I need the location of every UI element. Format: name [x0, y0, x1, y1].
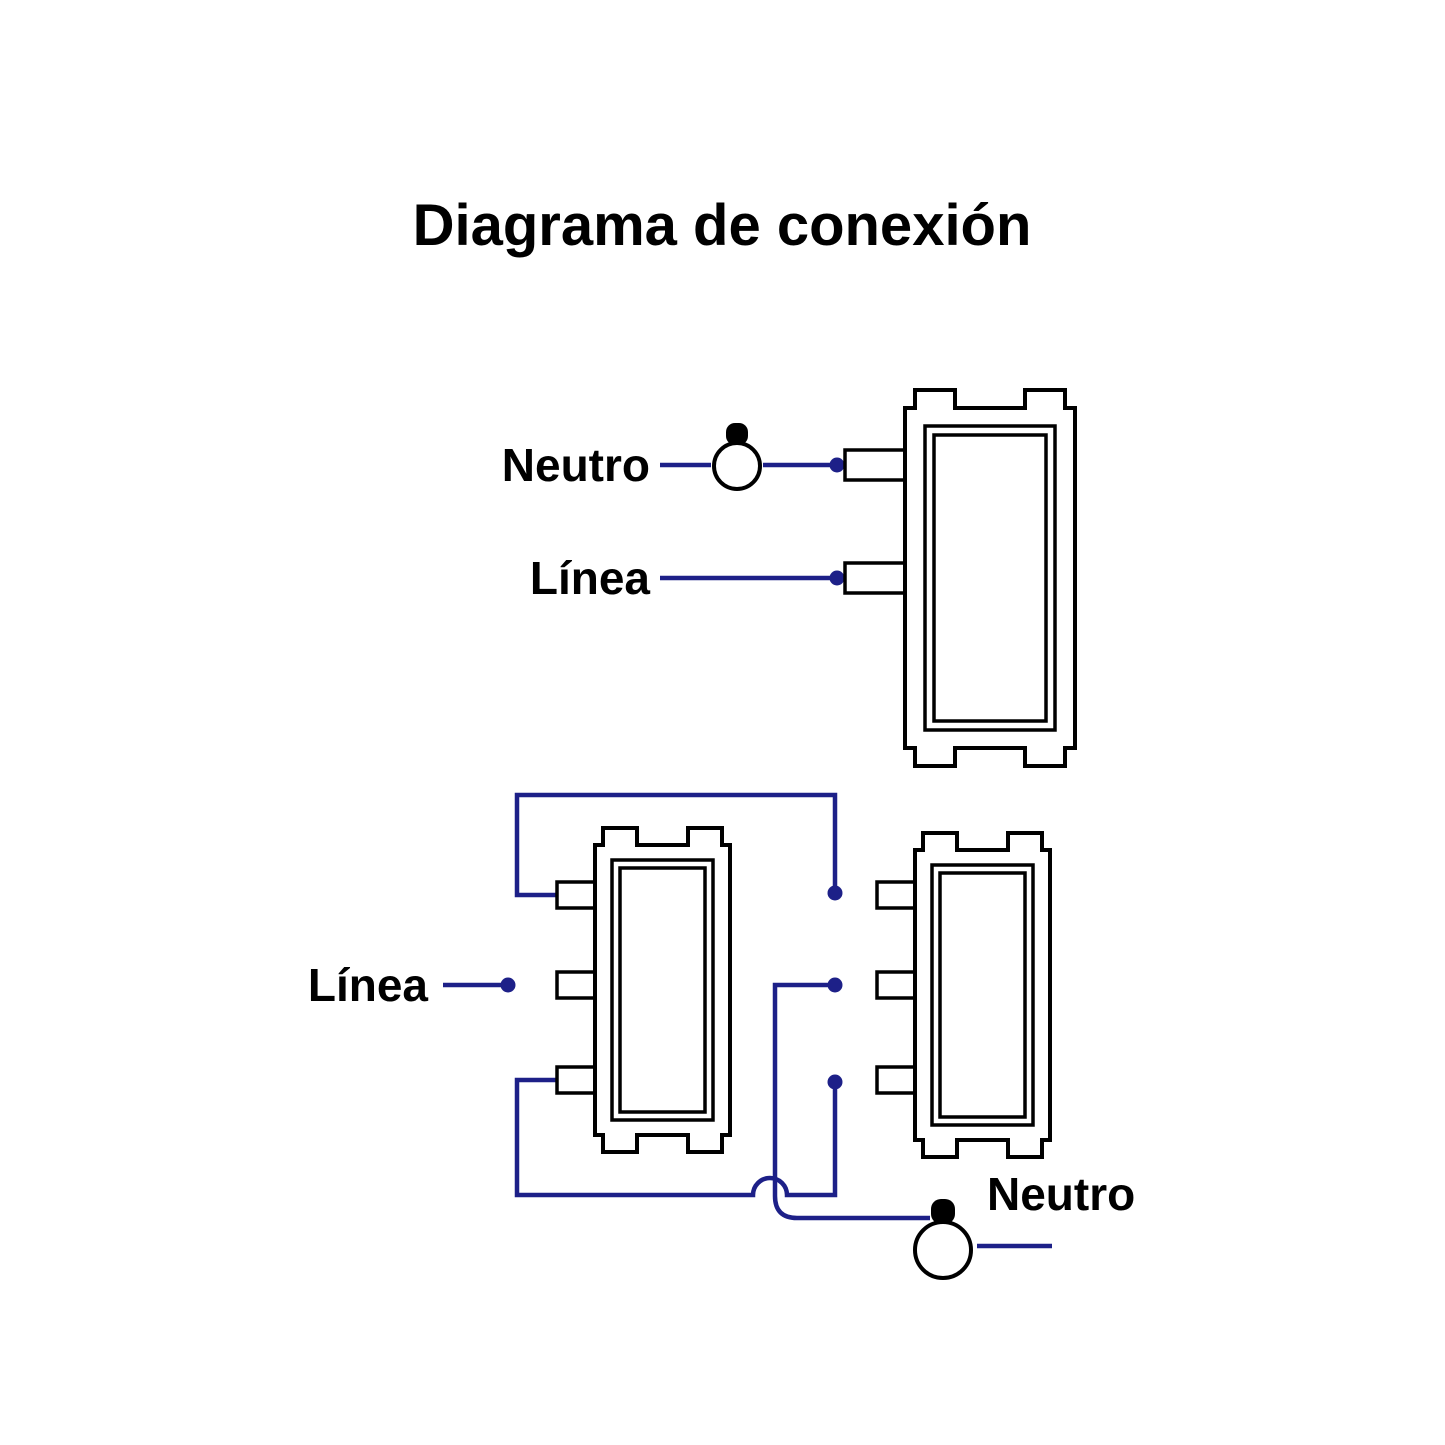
bulb-cap-bottom	[931, 1199, 955, 1224]
terminal	[875, 880, 917, 910]
bulb-glass-top	[712, 441, 762, 491]
switch-body	[913, 831, 1052, 1159]
switch-rocker-inner	[618, 866, 707, 1114]
switch-rocker-outer	[610, 858, 715, 1122]
bulb-cap-top	[726, 423, 748, 445]
bulb-icon-top	[712, 423, 762, 491]
switch-single	[843, 388, 1077, 768]
three-way-section: Línea	[308, 792, 1135, 1280]
junction-dot	[827, 977, 843, 993]
bulb-glass-bottom	[913, 1220, 973, 1280]
switch-rocker-inner	[938, 871, 1027, 1119]
junction-dot	[500, 977, 516, 993]
junction-dot	[829, 570, 845, 586]
junction-dot	[827, 885, 843, 901]
terminal	[555, 1065, 597, 1095]
switch-rocker-inner	[932, 433, 1048, 723]
label-neutro-bottom: Neutro	[987, 1168, 1135, 1220]
terminal	[555, 880, 597, 910]
terminal	[875, 970, 917, 1000]
terminal	[875, 1065, 917, 1095]
switch-left	[555, 826, 732, 1154]
terminal	[843, 448, 907, 482]
page-title: Diagrama de conexión	[413, 193, 1032, 258]
label-linea-top: Línea	[530, 552, 651, 604]
junction-dot	[829, 457, 845, 473]
wire-traveler-bottom	[514, 1077, 838, 1198]
wire-common-to-bulb	[772, 982, 930, 1221]
switch-rocker-outer	[923, 424, 1057, 732]
junction-dot	[827, 1074, 843, 1090]
switch-body	[593, 826, 732, 1154]
terminal	[555, 970, 597, 1000]
switch-rocker-outer	[930, 863, 1035, 1127]
label-linea-bottom: Línea	[308, 959, 429, 1011]
bulb-icon-bottom	[913, 1199, 973, 1280]
terminal	[843, 561, 907, 595]
switch-right	[875, 831, 1052, 1159]
single-switch-section: Neutro Línea	[502, 388, 1077, 768]
wire-traveler-top	[514, 792, 838, 898]
label-neutro-top: Neutro	[502, 439, 650, 491]
switch-body	[903, 388, 1077, 768]
